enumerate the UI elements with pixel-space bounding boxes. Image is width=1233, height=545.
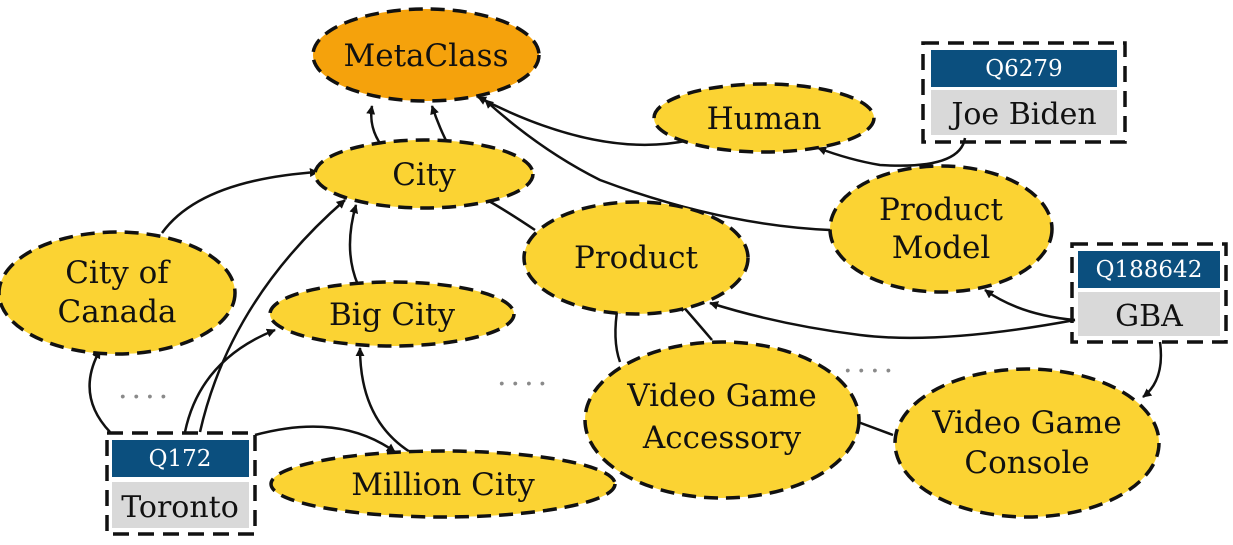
vgc-label-line2: Console <box>964 445 1089 481</box>
class-node-video-game-accessory: Video Game Accessory <box>583 340 861 500</box>
class-node-video-game-console: Video Game Console <box>893 367 1161 519</box>
edge-product-city <box>486 198 536 232</box>
vga-label-line1: Video Game <box>626 378 816 414</box>
joe-biden-id: Q6279 <box>985 56 1062 82</box>
big-city-label: Big City <box>329 297 455 333</box>
edge-gba-productmodel <box>984 288 1076 322</box>
toronto-id: Q172 <box>149 446 212 472</box>
edge-gba-product <box>709 301 1076 340</box>
human-label: Human <box>707 101 822 137</box>
gba-id: Q188642 <box>1096 257 1203 283</box>
vga-label-line2: Accessory <box>642 420 802 456</box>
toronto-label: Toronto <box>121 490 239 525</box>
toronto-id-box <box>112 440 249 477</box>
product-model-label-line1: Product <box>879 192 1004 228</box>
gba-id-box <box>1078 251 1220 288</box>
entity-node-toronto: Q172 Toronto <box>105 431 257 536</box>
city-of-canada-label-line2: Canada <box>58 294 177 330</box>
class-node-big-city: Big City <box>268 280 516 348</box>
edge-bigcity-city <box>348 204 360 286</box>
class-node-product-model: Product Model <box>828 164 1054 294</box>
ellipsis-left: .... <box>118 371 172 406</box>
ellipsis-middle: .... <box>497 358 551 393</box>
toronto-label-box <box>112 482 249 528</box>
class-node-city: City <box>313 138 535 210</box>
edge-toronto-bigcity <box>183 328 276 433</box>
joe-biden-label: Joe Biden <box>948 97 1096 132</box>
class-node-human: Human <box>652 82 876 154</box>
edge-toronto-city <box>198 199 346 433</box>
edge-human-metaclass <box>477 95 691 147</box>
metaclass-label: MetaClass <box>344 38 509 74</box>
product-model-label-line2: Model <box>892 230 991 266</box>
edge-productmodel-metaclass <box>484 99 831 232</box>
joe-biden-id-box <box>931 50 1117 87</box>
edge-cityofcanada-city <box>160 168 319 234</box>
vgc-label-line1: Video Game <box>931 405 1121 441</box>
city-of-canada-label-line1: City of <box>65 255 171 291</box>
class-node-million-city: Million City <box>269 449 617 519</box>
entity-node-joe-biden: Q6279 Joe Biden <box>921 41 1127 144</box>
city-label: City <box>392 157 456 193</box>
edge-millioncity-bigcity <box>355 347 411 454</box>
class-node-product: Product <box>522 200 750 316</box>
entity-node-gba: Q188642 GBA <box>1070 242 1228 344</box>
product-label: Product <box>574 240 699 276</box>
edge-vga-vgconsole <box>857 420 894 437</box>
million-city-label: Million City <box>351 467 535 503</box>
edge-toronto-cityofcanada <box>88 349 111 433</box>
ellipsis-right: .... <box>843 345 897 380</box>
edge-toronto-millioncity <box>254 425 396 454</box>
gba-label-box <box>1078 292 1220 336</box>
joe-biden-label-box <box>931 90 1117 135</box>
edge-gba-vgconsole <box>1142 341 1163 398</box>
edge-joebiden-human <box>817 137 967 167</box>
class-node-metaclass: MetaClass <box>311 7 541 103</box>
gba-label: GBA <box>1115 299 1183 334</box>
edge-vga-product-right <box>679 302 713 341</box>
class-node-city-of-canada: City of Canada <box>0 230 237 356</box>
